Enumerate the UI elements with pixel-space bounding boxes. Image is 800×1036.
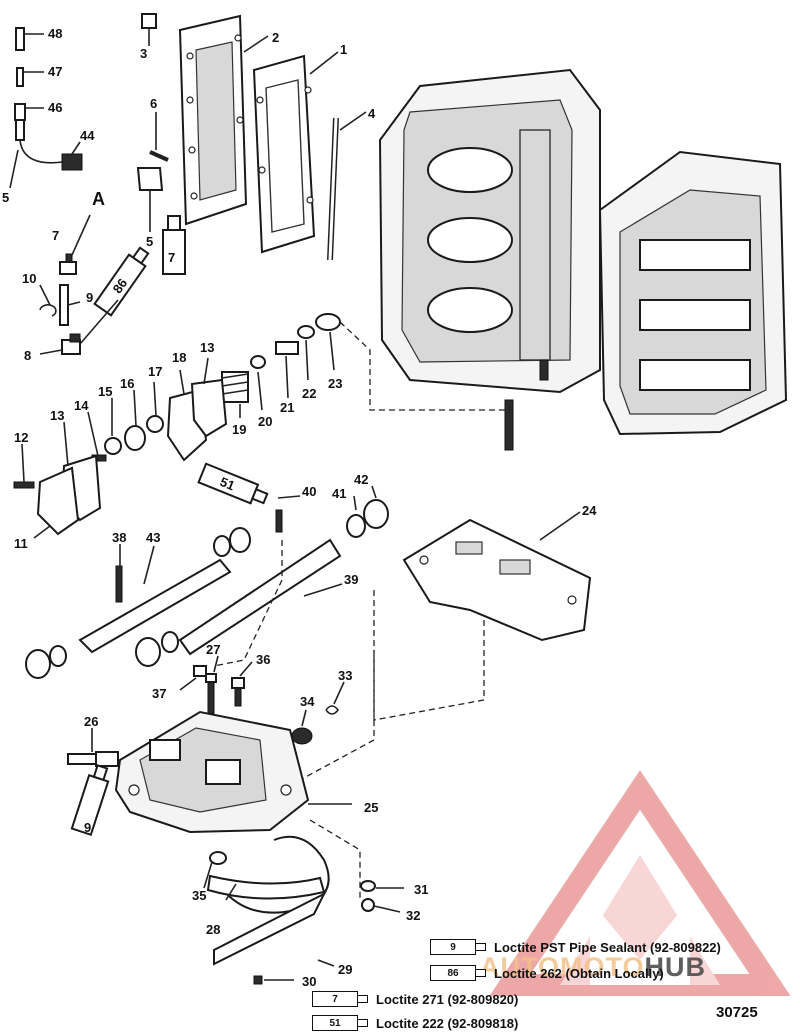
- callout-15: 15: [98, 384, 112, 399]
- callout-32: 32: [406, 908, 420, 923]
- seal-strip-4: [327, 111, 367, 261]
- callout-6: 6: [150, 96, 157, 111]
- callout-5b: 5: [146, 234, 153, 249]
- callout-46: 46: [48, 100, 62, 115]
- callout-8: 8: [24, 348, 31, 363]
- callout-2: 2: [272, 30, 279, 45]
- callout-41: 41: [332, 486, 346, 501]
- callout-20: 20: [258, 414, 272, 429]
- callout-9a: 9: [86, 290, 93, 305]
- sensor-assembly: [9, 27, 83, 189]
- tube-86-label: 86: [110, 276, 131, 296]
- callout-30: 30: [302, 974, 316, 989]
- callout-47: 47: [48, 64, 62, 79]
- callout-3: 3: [140, 46, 147, 61]
- legend-row-loctite-262: 86 Loctite 262 (Obtain Locally): [430, 962, 664, 984]
- callout-11: 11: [14, 536, 28, 551]
- callout-25: 25: [364, 800, 378, 815]
- watermark-logo: [489, 770, 791, 996]
- callout-29: 29: [338, 962, 352, 977]
- callout-43: 43: [146, 530, 160, 545]
- callout-35: 35: [192, 888, 206, 903]
- adapter-gasket-24: [373, 511, 592, 721]
- callout-17: 17: [148, 364, 162, 379]
- callout-1: 1: [340, 42, 347, 57]
- crankcase-cover: [598, 150, 788, 436]
- callout-39: 39: [344, 572, 358, 587]
- callout-19: 19: [232, 422, 246, 437]
- guide-line-2: [299, 590, 375, 781]
- bolts-and-fittings: [179, 655, 345, 745]
- callout-27: 27: [206, 642, 220, 657]
- tube-icon: 9: [430, 939, 488, 955]
- tube-51: 51: [197, 462, 269, 505]
- callout-18: 18: [172, 350, 186, 365]
- watermark-text: AUTOMOTOHUB: [480, 952, 707, 982]
- callout-5a: 5: [2, 190, 9, 205]
- callout-23: 23: [328, 376, 342, 391]
- legend-text: Loctite 271 (92-809820): [376, 991, 519, 1007]
- callout-A: A: [92, 189, 105, 209]
- callout-13b: 13: [50, 408, 64, 423]
- adapter-plate-25: [114, 710, 352, 834]
- callout-33: 33: [338, 668, 352, 683]
- legend-text: Loctite 262 (Obtain Locally): [494, 965, 664, 981]
- callout-14: 14: [74, 398, 89, 413]
- clip-and-tube-7: 7: [136, 112, 186, 275]
- relief-valve-parts: [221, 313, 511, 418]
- callout-38: 38: [112, 530, 126, 545]
- callout-42: 42: [354, 472, 368, 487]
- callout-40: 40: [302, 484, 316, 499]
- gaskets-1-2: [141, 13, 339, 254]
- legend-row-loctite-pst: 9 Loctite PST Pipe Sealant (92-809822): [430, 936, 721, 958]
- callout-24: 24: [582, 503, 597, 518]
- guide-line-3: [309, 819, 361, 900]
- callout-12: 12: [14, 430, 28, 445]
- callout-36: 36: [256, 652, 270, 667]
- fitting-26-and-tube-9: 9: [67, 728, 119, 836]
- callout-21: 21: [280, 400, 294, 415]
- tube-51-label: 51: [218, 474, 237, 493]
- callout-labels: 48 47 46 44 5 A 3 2 1 4 6 5 7 10 9 8 18 …: [2, 26, 597, 989]
- tube-9-label: 9: [84, 820, 91, 835]
- callout-34: 34: [300, 694, 315, 709]
- tube-icon: 51: [312, 1015, 370, 1031]
- guide-line-1: [213, 540, 283, 667]
- callout-10: 10: [22, 271, 36, 286]
- drawing-number: 30725: [716, 1004, 758, 1021]
- callout-7: 7: [52, 228, 59, 243]
- callout-48: 48: [48, 26, 62, 41]
- shift-linkage: [25, 485, 389, 679]
- cylinder-block: [378, 68, 601, 451]
- callout-44: 44: [80, 128, 95, 143]
- callout-4: 4: [368, 106, 376, 121]
- callout-31: 31: [414, 882, 428, 897]
- valve-cover-parts: [13, 357, 228, 539]
- callout-16: 16: [120, 376, 134, 391]
- legend-text: Loctite 222 (92-809818): [376, 1015, 519, 1031]
- lower-brackets: [203, 835, 404, 985]
- tube-icon: 7: [312, 991, 370, 1007]
- tube-7-label: 7: [168, 250, 175, 265]
- tube-icon: 86: [430, 965, 488, 981]
- callout-13a: 13: [200, 340, 214, 355]
- callout-37: 37: [152, 686, 166, 701]
- fitting-group-a: 86: [39, 214, 150, 355]
- callout-28: 28: [206, 922, 220, 937]
- legend-text: Loctite PST Pipe Sealant (92-809822): [494, 939, 721, 955]
- callout-22: 22: [302, 386, 316, 401]
- callout-26: 26: [84, 714, 98, 729]
- legend-row-loctite-222: 51 Loctite 222 (92-809818): [312, 1012, 518, 1034]
- legend-row-loctite-271: 7 Loctite 271 (92-809820): [312, 988, 518, 1010]
